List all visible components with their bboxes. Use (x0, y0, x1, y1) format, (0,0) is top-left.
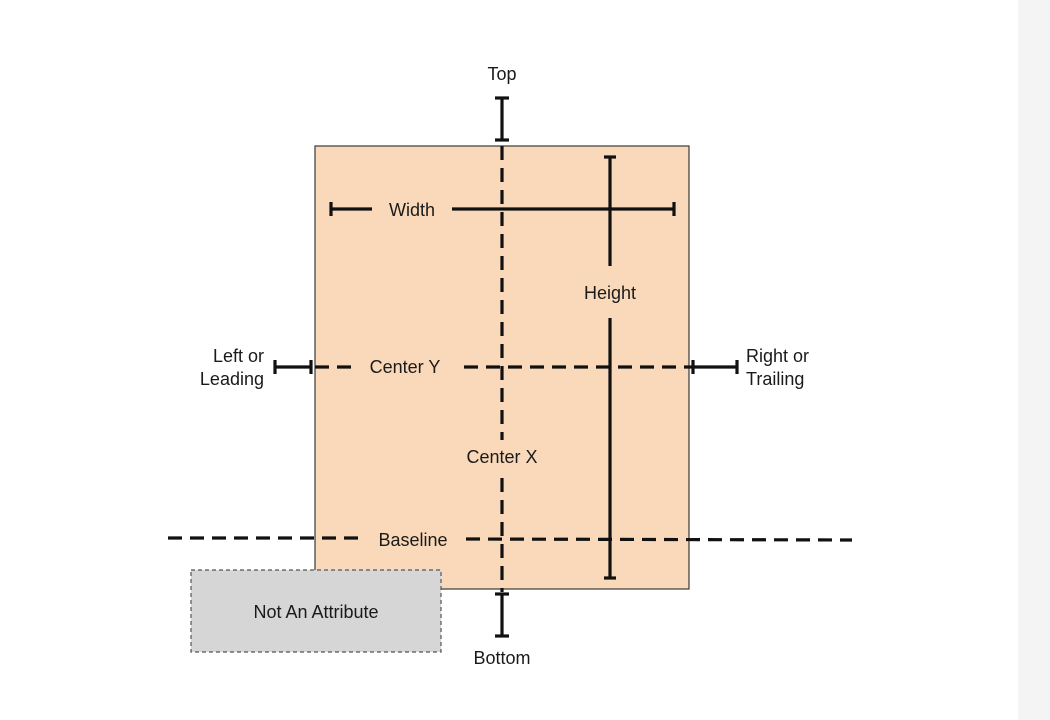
scroll-gutter (1018, 0, 1050, 720)
bottom-label: Bottom (473, 648, 530, 668)
width-label: Width (389, 200, 435, 220)
left-label-line1: Left or (213, 346, 264, 366)
not-an-attribute-label: Not An Attribute (253, 602, 378, 622)
top-label: Top (487, 64, 516, 84)
right-label-line2: Trailing (746, 369, 804, 389)
baseline-line-right (465, 537, 853, 542)
baseline-label: Baseline (378, 530, 447, 550)
height-label: Height (584, 283, 636, 303)
center-x-label: Center X (466, 447, 537, 467)
left-label-line2: Leading (200, 369, 264, 389)
center-y-label: Center Y (370, 357, 441, 377)
right-label-line1: Right or (746, 346, 809, 366)
not-an-attribute-box (190, 569, 442, 653)
